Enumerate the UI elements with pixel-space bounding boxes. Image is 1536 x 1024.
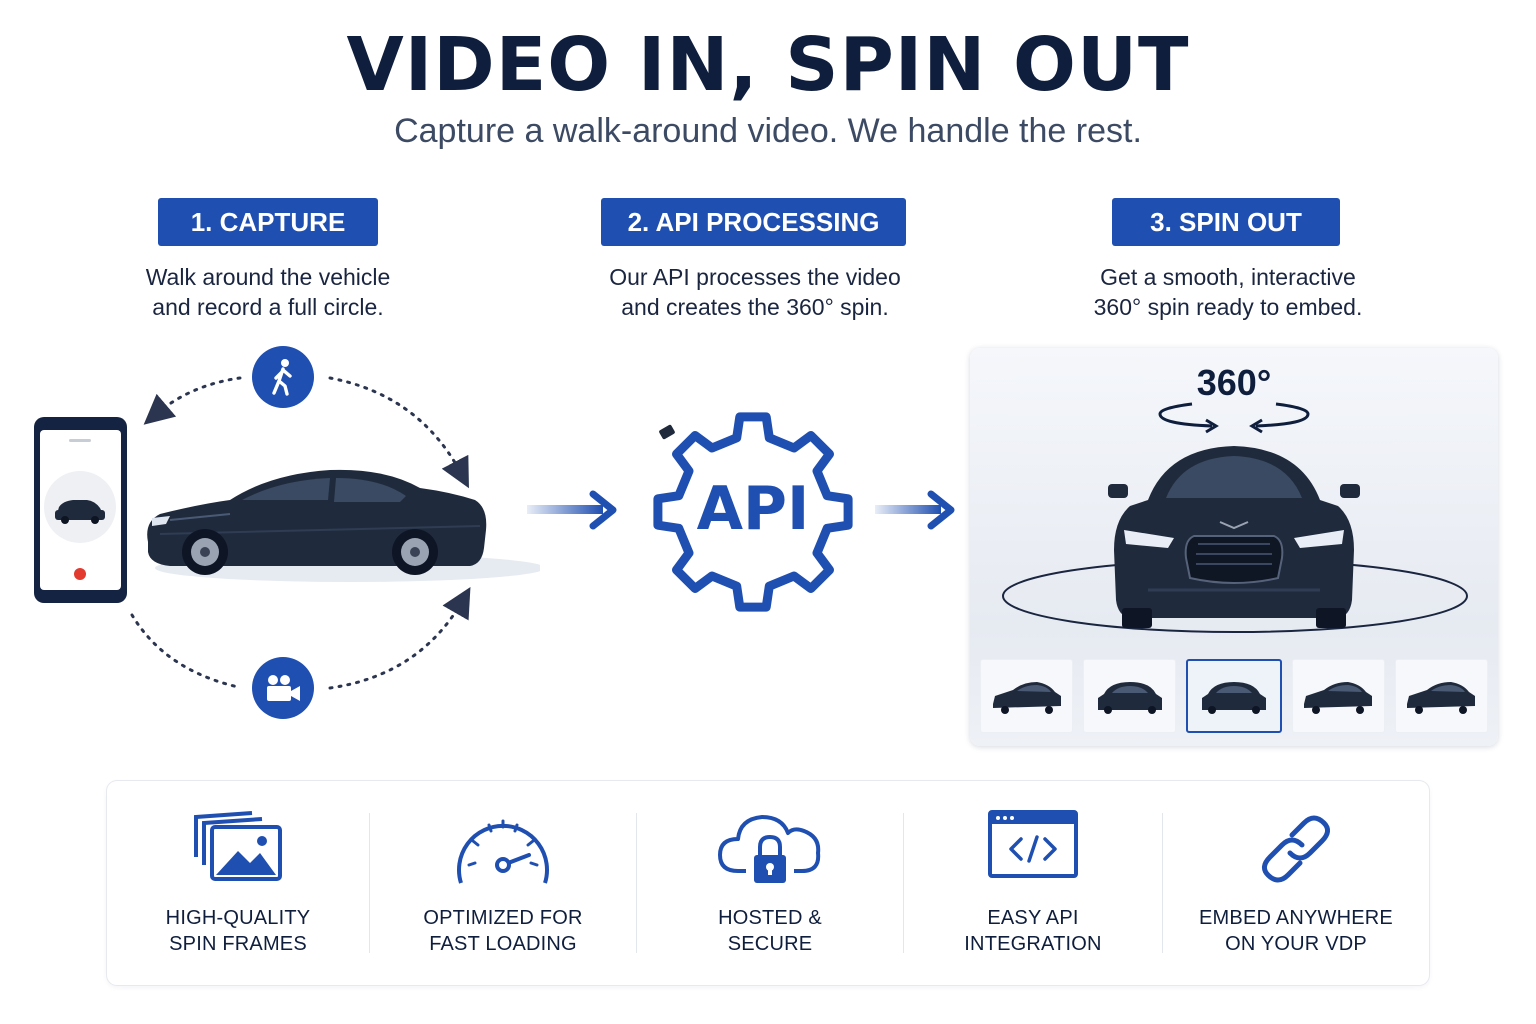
spin-thumbnail-strip: [980, 659, 1489, 733]
step-capture-desc-line2: and record a full circle.: [152, 294, 384, 320]
page-title: VIDEO IN, SPIN OUT: [346, 22, 1190, 108]
video-camera-icon: [252, 657, 314, 719]
spin-thumbnail[interactable]: [980, 659, 1074, 733]
rotate-arrows-icon: [1158, 402, 1310, 434]
feature-label-line2: FAST LOADING: [429, 933, 577, 955]
feature-label: HOSTED & SECURE: [637, 905, 903, 957]
step-api-description: Our API processes the video and creates …: [565, 262, 945, 322]
feature-divider: [369, 813, 370, 953]
code-window-icon: [988, 810, 1078, 878]
walking-person-icon: [252, 346, 314, 408]
cloud-lock-icon: [718, 815, 821, 883]
feature-divider: [903, 813, 904, 953]
sedan-front-view[interactable]: [1108, 440, 1360, 630]
link-icon: [1262, 815, 1330, 883]
step-spin-out-badge: 3. SPIN OUT: [1112, 198, 1340, 246]
step-api-desc-line1: Our API processes the video: [609, 264, 901, 290]
walkaround-dotted-path: [130, 376, 471, 690]
thumbnail-car-side-right: [1304, 682, 1373, 714]
feature-label-line2: SECURE: [727, 933, 813, 955]
arrow-to-api: [527, 490, 617, 530]
spin-thumbnail[interactable]: [1186, 659, 1282, 733]
api-gear-icon: [653, 412, 853, 612]
thumbnail-car-side-left: [992, 682, 1061, 714]
step-spin-description: Get a smooth, interactive 360° spin read…: [1038, 262, 1418, 322]
step-spin-desc-line1: Get a smooth, interactive: [1100, 264, 1356, 290]
feature-label-line1: EMBED ANYWHERE: [1199, 907, 1393, 929]
feature-embed-anywhere: EMBED ANYWHERE ON YOUR VDP: [1163, 781, 1429, 985]
thumbnail-car-rear-quarter: [1407, 682, 1476, 714]
feature-label: EASY API INTEGRATION: [904, 905, 1162, 957]
spin-thumbnail[interactable]: [1083, 659, 1177, 733]
thumbnail-car-rear: [1097, 682, 1162, 714]
feature-label: OPTIMIZED FOR FAST LOADING: [370, 905, 636, 957]
spin-thumbnail[interactable]: [1394, 659, 1489, 733]
feature-label-line1: HOSTED &: [718, 907, 822, 929]
step-capture-description: Walk around the vehicle and record a ful…: [78, 262, 458, 322]
api-label: API: [696, 474, 810, 544]
feature-label-line1: EASY API: [987, 907, 1079, 929]
feature-hosted-secure: HOSTED & SECURE: [637, 781, 903, 985]
step-spin-desc-line2: 360° spin ready to embed.: [1093, 294, 1363, 320]
feature-label: EMBED ANYWHERE ON YOUR VDP: [1163, 905, 1429, 957]
page-subtitle: Capture a walk-around video. We handle t…: [394, 112, 1142, 150]
features-bar: HIGH-QUALITY SPIN FRAMES OPTIMIZED FOR F…: [107, 781, 1429, 985]
feature-label-line2: ON YOUR VDP: [1225, 933, 1367, 955]
step-capture-badge: 1. CAPTURE: [158, 198, 378, 246]
feature-label-line1: HIGH-QUALITY: [165, 907, 311, 929]
sedan-side-view: [147, 469, 540, 582]
step-api-processing-badge: 2. API PROCESSING: [601, 198, 906, 246]
image-stack-icon: [194, 811, 282, 881]
thumbnail-car-front: [1202, 682, 1266, 714]
smartphone-recording-icon: [34, 417, 127, 603]
feature-label: HIGH-QUALITY SPIN FRAMES: [107, 905, 369, 957]
feature-label-line1: OPTIMIZED FOR: [423, 907, 583, 929]
feature-high-quality-frames: HIGH-QUALITY SPIN FRAMES: [107, 781, 369, 985]
feature-divider: [1162, 813, 1163, 953]
feature-label-line2: SPIN FRAMES: [169, 933, 307, 955]
feature-easy-api: EASY API INTEGRATION: [904, 781, 1162, 985]
step-capture-desc-line1: Walk around the vehicle: [145, 264, 391, 290]
feature-label-line2: INTEGRATION: [964, 933, 1102, 955]
speedometer-icon: [457, 819, 549, 884]
spin-thumbnail[interactable]: [1291, 659, 1385, 733]
step-api-desc-line2: and creates the 360° spin.: [621, 294, 889, 320]
feature-fast-loading: OPTIMIZED FOR FAST LOADING: [370, 781, 636, 985]
spin-viewer-panel[interactable]: 360°: [970, 348, 1498, 746]
spin-360-label: 360°: [1196, 362, 1272, 403]
arrow-from-api: [875, 490, 955, 530]
feature-divider: [636, 813, 637, 953]
